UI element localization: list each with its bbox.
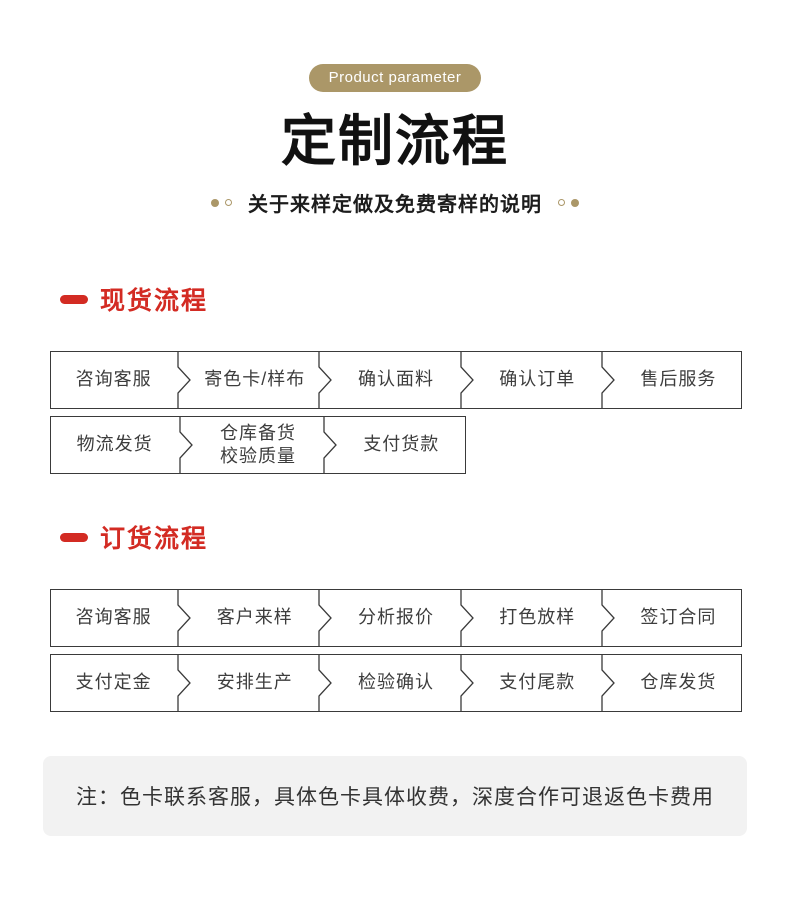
flow-row: 物流发货 仓库备货 校验质量 支付货款 bbox=[50, 416, 466, 474]
subtitle-row: 关于来样定做及免费寄样的说明 bbox=[0, 188, 790, 217]
flow-section: 现货流程咨询客服 寄色卡/样布 确认面料 确认订单 售后服务物流发货 仓库备货 校验质量 支… bbox=[50, 281, 742, 474]
flow-step: 仓库备货 校验质量 bbox=[219, 422, 296, 466]
flow-section: 订货流程咨询客服 客户来样 分析报价 打色放样 签订合同支付定金 安排生产 检验确认 支付尾款… bbox=[50, 519, 742, 712]
section-header: 订货流程 bbox=[60, 519, 740, 555]
flow-step: 支付货款 bbox=[363, 434, 440, 455]
red-dash-icon bbox=[60, 532, 88, 542]
flow-row: 支付定金 安排生产 检验确认 支付尾款 仓库发货 bbox=[50, 654, 742, 712]
section-heading: 现货流程 bbox=[100, 287, 209, 315]
flow-step: 检验确认 bbox=[358, 672, 434, 693]
chevron-right-icon bbox=[459, 655, 474, 711]
gold-dot-filled-icon bbox=[211, 198, 219, 207]
chevron-right-icon bbox=[179, 417, 194, 473]
gold-dot-open-icon bbox=[558, 199, 565, 206]
note-text: 注：色卡联系客服，具体色卡具体收费，深度合作可退返色卡费用 bbox=[76, 786, 714, 809]
gold-dot-open-icon bbox=[225, 199, 232, 206]
chevron-right-icon bbox=[459, 590, 474, 646]
flow-step: 分析报价 bbox=[358, 607, 434, 628]
flow-step: 客户来样 bbox=[216, 607, 293, 628]
flow-step: 确认面料 bbox=[358, 369, 434, 390]
page-title: 定制流程 bbox=[280, 110, 509, 172]
flow-step: 寄色卡/样布 bbox=[204, 369, 306, 390]
flow-step: 仓库发货 bbox=[640, 672, 717, 693]
flow-step: 确认订单 bbox=[499, 369, 576, 390]
product-parameter-badge: Product parameter bbox=[308, 64, 482, 92]
chevron-right-icon bbox=[459, 352, 474, 408]
page-header: Product parameter 定制流程 关于来样定做及免费寄样的说明 bbox=[0, 0, 790, 217]
flow-step: 打色放样 bbox=[499, 607, 576, 628]
flow-row: 咨询客服 寄色卡/样布 确认面料 确认订单 售后服务 bbox=[50, 351, 742, 409]
gold-dot-filled-icon bbox=[571, 198, 579, 207]
chevron-right-icon bbox=[318, 655, 333, 711]
chevron-right-icon bbox=[318, 590, 333, 646]
page-subtitle: 关于来样定做及免费寄样的说明 bbox=[248, 194, 542, 216]
chevron-right-icon bbox=[601, 655, 615, 711]
flow-step: 咨询客服 bbox=[75, 369, 152, 390]
chevron-right-icon bbox=[601, 590, 615, 646]
flow-step: 支付尾款 bbox=[499, 672, 576, 693]
chevron-right-icon bbox=[601, 352, 615, 408]
chevron-right-icon bbox=[318, 352, 333, 408]
flow-step: 签订合同 bbox=[640, 607, 717, 628]
note-box: 注：色卡联系客服，具体色卡具体收费，深度合作可退返色卡费用 bbox=[43, 756, 747, 836]
flow-step: 物流发货 bbox=[76, 434, 153, 455]
red-dash-icon bbox=[60, 294, 88, 304]
flow-step: 安排生产 bbox=[216, 672, 293, 693]
chevron-right-icon bbox=[323, 417, 337, 473]
flow-row: 咨询客服 客户来样 分析报价 打色放样 签订合同 bbox=[50, 589, 742, 647]
section-heading: 订货流程 bbox=[100, 525, 209, 553]
flow-step: 售后服务 bbox=[640, 369, 717, 390]
flow-step: 支付定金 bbox=[75, 672, 152, 693]
flow-sections: 现货流程咨询客服寄色卡/样布确认面料确认订单售后服务物流发货仓库备货 校验质量支… bbox=[0, 281, 790, 712]
flow-step: 咨询客服 bbox=[75, 607, 152, 628]
chevron-right-icon bbox=[177, 590, 192, 646]
chevron-right-icon bbox=[177, 352, 192, 408]
section-header: 现货流程 bbox=[60, 281, 740, 317]
badge-label: Product parameter bbox=[328, 69, 462, 86]
chevron-right-icon bbox=[177, 655, 192, 711]
